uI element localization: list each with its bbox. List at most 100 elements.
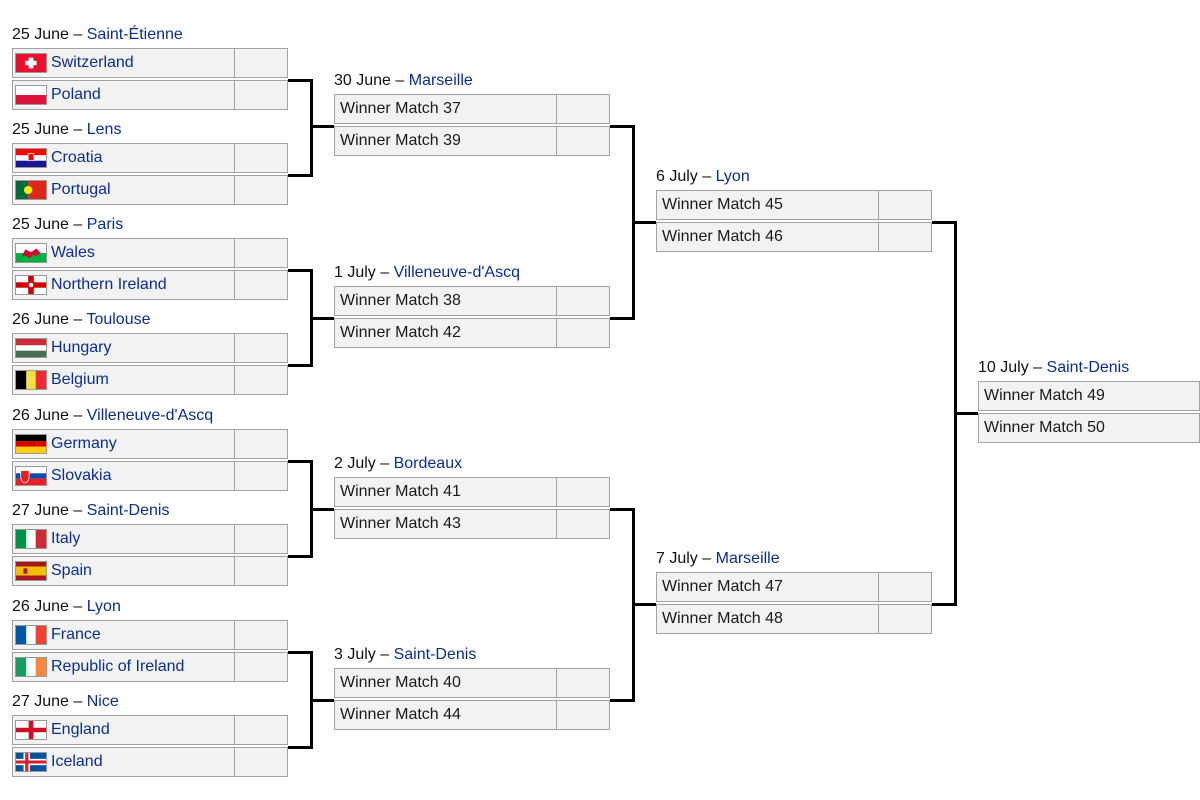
- team-name-link[interactable]: Iceland: [51, 753, 103, 770]
- team-row: Northern Ireland: [12, 270, 288, 300]
- venue-link[interactable]: Villeneuve-d'Ascq: [86, 407, 214, 424]
- score-cell: [234, 366, 287, 394]
- dash: –: [73, 121, 83, 138]
- team-cell: Northern Ireland: [13, 271, 235, 299]
- team-name-link[interactable]: Switzerland: [51, 54, 134, 71]
- score-cell: [234, 430, 287, 458]
- team-row: Croatia: [12, 143, 288, 173]
- match-date: 26 June: [12, 407, 69, 424]
- score-cell: [234, 748, 287, 776]
- placeholder-team: Winner Match 43: [340, 515, 461, 532]
- team-cell: Belgium: [13, 366, 235, 394]
- score-cell: [234, 653, 287, 681]
- team-cell: Wales: [13, 239, 235, 267]
- score-cell: [556, 669, 609, 697]
- bracket-connector-line: [932, 221, 957, 224]
- placeholder-team: Winner Match 47: [662, 578, 783, 595]
- match-header: 27 June – Saint-Denis: [12, 502, 169, 520]
- venue-link[interactable]: Bordeaux: [393, 455, 463, 472]
- flag-england-icon: [15, 720, 47, 740]
- date-venue-separator: –: [698, 168, 716, 185]
- team-name-link[interactable]: Belgium: [51, 371, 109, 388]
- date-venue-separator: –: [698, 550, 716, 567]
- team-name-link[interactable]: Spain: [51, 562, 92, 579]
- team-cell: Iceland: [13, 748, 235, 776]
- team-row: Iceland: [12, 747, 288, 777]
- match-header: 26 June – Toulouse: [12, 311, 151, 329]
- team-name-link[interactable]: Italy: [51, 530, 81, 547]
- venue-link[interactable]: Saint-Denis: [1046, 359, 1130, 376]
- venue-link[interactable]: Lens: [86, 121, 122, 138]
- match-header: 1 July – Villeneuve-d'Ascq: [334, 264, 520, 282]
- venue-link[interactable]: Toulouse: [86, 311, 151, 328]
- score-cell: [234, 525, 287, 553]
- team-name-link[interactable]: Slovakia: [51, 467, 112, 484]
- score-cell: [556, 95, 609, 123]
- team-row: Winner Match 38: [334, 286, 610, 316]
- match-date: 25 June: [12, 121, 69, 138]
- score-cell: [234, 621, 287, 649]
- date-venue-separator: –: [69, 311, 87, 328]
- team-name-link[interactable]: Germany: [51, 435, 117, 452]
- team-name-link[interactable]: France: [51, 626, 101, 643]
- date-venue-separator: –: [69, 121, 87, 138]
- team-cell: Winner Match 43: [335, 510, 557, 538]
- bracket-connector-line: [288, 364, 313, 367]
- venue-link[interactable]: Saint-Denis: [393, 646, 477, 663]
- placeholder-team: Winner Match 45: [662, 196, 783, 213]
- team-cell: Republic of Ireland: [13, 653, 235, 681]
- venue-link[interactable]: Marseille: [715, 550, 780, 567]
- team-name-link[interactable]: Croatia: [51, 149, 103, 166]
- venue-link[interactable]: Nice: [86, 693, 119, 710]
- venue-link[interactable]: Paris: [86, 216, 124, 233]
- team-row: France: [12, 620, 288, 650]
- match-header: 6 July – Lyon: [656, 168, 750, 186]
- dash: –: [73, 598, 83, 615]
- venue-link[interactable]: Lyon: [715, 168, 750, 185]
- score-cell: [556, 287, 609, 315]
- placeholder-team: Winner Match 49: [984, 387, 1105, 404]
- date-venue-separator: –: [69, 407, 87, 424]
- team-cell: Winner Match 50: [979, 414, 1199, 442]
- match-header: 27 June – Nice: [12, 693, 119, 711]
- match-header: 7 July – Marseille: [656, 550, 780, 568]
- bracket-connector-line: [288, 651, 313, 654]
- venue-link[interactable]: Saint-Étienne: [86, 26, 183, 43]
- team-name-link[interactable]: Republic of Ireland: [51, 658, 185, 675]
- venue-link[interactable]: Saint-Denis: [86, 502, 170, 519]
- score-cell: [234, 716, 287, 744]
- match-date: 6 July: [656, 168, 698, 185]
- date-venue-separator: –: [391, 72, 409, 89]
- team-name-link[interactable]: Portugal: [51, 181, 111, 198]
- venue-link[interactable]: Lyon: [86, 598, 121, 615]
- team-name-link[interactable]: Hungary: [51, 339, 112, 356]
- bracket-connector-line: [610, 125, 635, 128]
- bracket-connector-line: [288, 746, 313, 749]
- score-cell: [556, 510, 609, 538]
- venue-link[interactable]: Villeneuve-d'Ascq: [393, 264, 520, 281]
- score-cell: [878, 573, 931, 601]
- team-cell: Winner Match 41: [335, 478, 557, 506]
- dash: –: [702, 168, 712, 185]
- match-date: 30 June: [334, 72, 391, 89]
- team-cell: England: [13, 716, 235, 744]
- dash: –: [380, 646, 390, 663]
- venue-link[interactable]: Marseille: [408, 72, 473, 89]
- team-name-link[interactable]: Northern Ireland: [51, 276, 167, 293]
- dash: –: [380, 264, 390, 281]
- team-name-link[interactable]: Wales: [51, 244, 95, 261]
- team-name-link[interactable]: England: [51, 721, 110, 738]
- team-cell: Winner Match 37: [335, 95, 557, 123]
- team-cell: Winner Match 39: [335, 127, 557, 155]
- bracket-connector-line: [633, 603, 656, 606]
- team-name-link[interactable]: Poland: [51, 86, 101, 103]
- team-cell: Portugal: [13, 176, 235, 204]
- flag-switzerland-icon: [15, 53, 47, 73]
- bracket-connector-line: [288, 460, 313, 463]
- team-cell: Italy: [13, 525, 235, 553]
- team-row: Poland: [12, 80, 288, 110]
- bracket-connector-line: [311, 317, 334, 320]
- score-cell: [878, 191, 931, 219]
- team-cell: Winner Match 40: [335, 669, 557, 697]
